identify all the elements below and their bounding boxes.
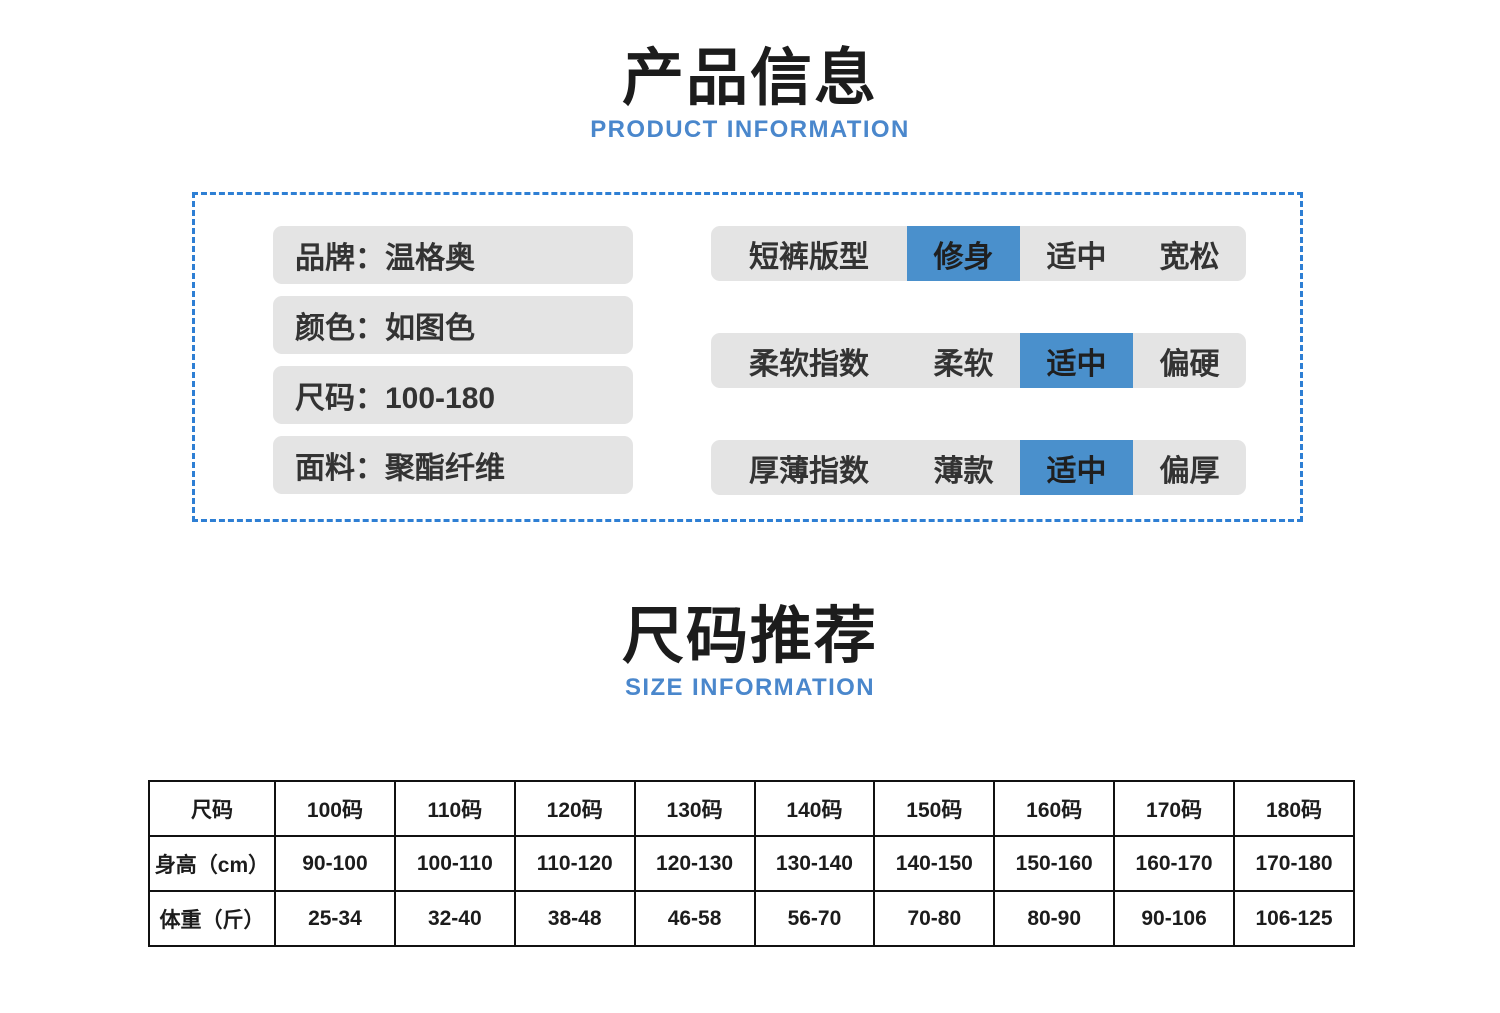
- attribute-option-fit-slim[interactable]: 修身: [907, 226, 1020, 281]
- product-rating-list: 短裤版型 修身 适中 宽松 柔软指数 柔软 适中 偏硬 厚薄指数 薄款 适中 偏…: [711, 226, 1246, 495]
- cell-weight-100: 25-34: [274, 890, 396, 947]
- cell-height-140: 130-140: [753, 835, 876, 892]
- cell-weight-110: 32-40: [393, 890, 516, 947]
- product-attribute-pill-list: 品牌：温格奥 颜色：如图色 尺码：100-180 面料：聚酯纤维: [273, 226, 633, 494]
- attribute-option-thickness-thin[interactable]: 薄款: [933, 454, 994, 488]
- attribute-option-fit-regular[interactable]: 适中: [1046, 240, 1107, 274]
- cell-size-160: 160码: [993, 780, 1116, 837]
- attribute-option-thickness-thick[interactable]: 偏厚: [1159, 454, 1220, 488]
- attribute-option-softness-medium[interactable]: 适中: [1020, 333, 1133, 388]
- cell-weight-150: 70-80: [873, 890, 996, 947]
- attribute-option-softness-firm[interactable]: 偏硬: [1159, 347, 1220, 381]
- attribute-row-thickness: 厚薄指数 薄款 适中 偏厚: [711, 440, 1246, 495]
- info-pill-size: 尺码：100-180: [273, 366, 633, 424]
- attribute-label-softness: 柔软指数: [749, 347, 869, 381]
- info-pill-color: 颜色：如图色: [273, 296, 633, 354]
- size-chart-table: 尺码 100码 110码 120码 130码 140码 150码 160码 17…: [148, 780, 1355, 947]
- product-info-title-en: PRODUCT INFORMATION: [590, 116, 910, 143]
- product-info-panel: 品牌：温格奥 颜色：如图色 尺码：100-180 面料：聚酯纤维 短裤版型 修身…: [192, 192, 1303, 522]
- cell-height-130: 120-130: [633, 835, 756, 892]
- row-header-size: 尺码: [148, 780, 276, 837]
- cell-size-180: 180码: [1233, 780, 1355, 837]
- cell-height-100: 90-100: [274, 835, 396, 892]
- table-row-weight: 体重（斤） 25-34 32-40 38-48 46-58 56-70 70-8…: [148, 890, 1355, 947]
- cell-size-130: 130码: [633, 780, 756, 837]
- attribute-label-fit: 短裤版型: [749, 240, 869, 274]
- cell-size-110: 110码: [393, 780, 516, 837]
- row-header-height: 身高（cm）: [148, 835, 276, 892]
- size-info-title-cn: 尺码推荐: [621, 602, 878, 671]
- cell-height-170: 160-170: [1113, 835, 1235, 892]
- attribute-label-thickness: 厚薄指数: [749, 454, 869, 488]
- product-info-heading: 产品信息 PRODUCT INFORMATION: [0, 48, 1500, 142]
- attribute-row-fit: 短裤版型 修身 适中 宽松: [711, 226, 1246, 281]
- cell-weight-160: 80-90: [993, 890, 1116, 947]
- product-info-title-cn: 产品信息: [621, 44, 878, 113]
- attribute-option-fit-loose[interactable]: 宽松: [1159, 240, 1220, 274]
- table-row-height: 身高（cm） 90-100 100-110 110-120 120-130 13…: [148, 835, 1355, 892]
- cell-weight-130: 46-58: [633, 890, 756, 947]
- table-row-size: 尺码 100码 110码 120码 130码 140码 150码 160码 17…: [148, 780, 1355, 837]
- size-info-heading: 尺码推荐 SIZE INFORMATION: [0, 606, 1500, 700]
- cell-size-150: 150码: [873, 780, 996, 837]
- cell-height-150: 140-150: [873, 835, 996, 892]
- attribute-option-softness-soft[interactable]: 柔软: [933, 347, 994, 381]
- cell-weight-170: 90-106: [1113, 890, 1235, 947]
- cell-size-140: 140码: [753, 780, 876, 837]
- cell-size-170: 170码: [1113, 780, 1235, 837]
- cell-height-180: 170-180: [1233, 835, 1355, 892]
- cell-height-120: 110-120: [513, 835, 636, 892]
- attribute-option-thickness-medium[interactable]: 适中: [1020, 440, 1133, 495]
- cell-height-110: 100-110: [393, 835, 516, 892]
- cell-size-100: 100码: [274, 780, 396, 837]
- size-info-title-en: SIZE INFORMATION: [625, 674, 875, 701]
- attribute-row-softness: 柔软指数 柔软 适中 偏硬: [711, 333, 1246, 388]
- cell-weight-140: 56-70: [753, 890, 876, 947]
- cell-size-120: 120码: [513, 780, 636, 837]
- info-pill-fabric: 面料：聚酯纤维: [273, 436, 633, 494]
- cell-weight-180: 106-125: [1233, 890, 1355, 947]
- info-pill-brand: 品牌：温格奥: [273, 226, 633, 284]
- cell-weight-120: 38-48: [513, 890, 636, 947]
- row-header-weight: 体重（斤）: [148, 890, 276, 947]
- cell-height-160: 150-160: [993, 835, 1116, 892]
